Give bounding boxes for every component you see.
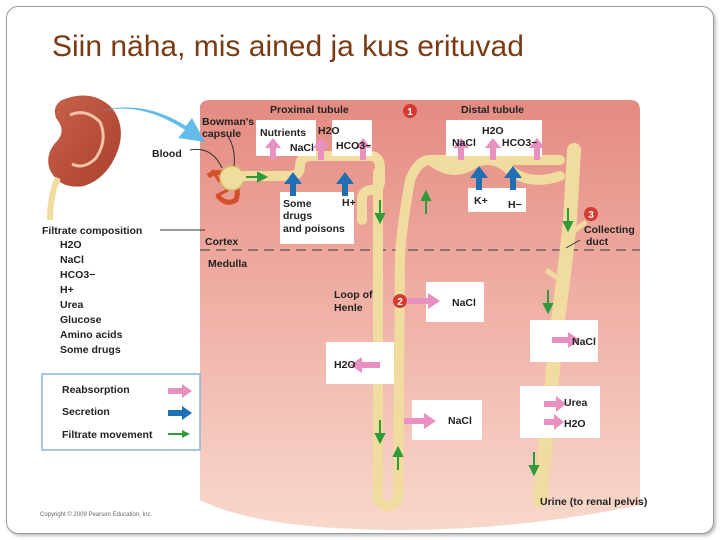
copyright-label: Copyright © 2009 Pearson Education, Inc. <box>40 511 152 518</box>
svg-text:1: 1 <box>407 107 413 118</box>
marker-1: 1 <box>403 104 417 118</box>
loop-label-2: Henle <box>334 302 363 314</box>
loop-nacl-bottom-text: NaCl <box>448 415 472 427</box>
duct-urea-text: Urea <box>564 397 588 409</box>
legend-reabsorption-arrow <box>168 384 192 398</box>
urine-label: Urine (to renal pelvis) <box>540 496 647 508</box>
bowmans-label-1: Bowman's <box>202 116 254 128</box>
proximal-drugs-1: Some <box>283 198 312 210</box>
distal-nacl: NaCl <box>452 137 476 149</box>
proximal-drugs-2: drugs <box>283 210 312 222</box>
filtrate-heading: Filtrate composition <box>42 225 142 237</box>
proximal-tubule <box>239 151 385 225</box>
duct-nacl-text: NaCl <box>572 336 596 348</box>
reabsorption-arrows <box>265 138 580 430</box>
filtrate-item: Some drugs <box>60 344 121 356</box>
collecting-duct-label-1: Collecting <box>584 224 635 236</box>
proximal-drugs-3: and poisons <box>283 223 345 235</box>
legend: Reabsorption Secretion Filtrate movement <box>41 373 201 451</box>
legend-reabsorption-label: Reabsorption <box>62 384 130 396</box>
distal-tubule-label: Distal tubule <box>461 104 524 116</box>
proximal-nutrients: Nutrients <box>260 127 306 139</box>
filtrate-item: H+ <box>60 284 74 296</box>
flow-arrows <box>246 171 574 477</box>
collecting-duct-label-2: duct <box>586 236 609 248</box>
slide-title: Siin näha, mis ained ja kus erituvad <box>52 30 524 63</box>
proximal-nacl: NaCl <box>290 142 314 154</box>
duct-box-urea <box>520 386 600 438</box>
distal-secretion-box <box>468 188 526 212</box>
blood-label: Blood <box>152 148 182 160</box>
filtrate-item: Amino acids <box>60 329 123 341</box>
proximal-tubule-label: Proximal tubule <box>270 104 349 116</box>
proximal-hplus: H+ <box>342 197 356 209</box>
proximal-h2o: H2O <box>318 125 340 137</box>
svg-text:2: 2 <box>397 297 403 308</box>
loop-nacl-top-text: NaCl <box>452 297 476 309</box>
distal-h2o: H2O <box>482 125 504 137</box>
filtrate-item: NaCl <box>60 254 84 266</box>
legend-flow-arrow <box>182 430 190 438</box>
loop-h2o-text: H2O <box>334 359 356 371</box>
bowmans-label-2: capsule <box>202 128 241 140</box>
loop-label-1: Loop of <box>334 289 373 301</box>
marker-2: 2 <box>393 294 407 308</box>
secretion-arrows <box>284 166 522 196</box>
legend-secretion-arrow <box>168 406 192 420</box>
distal-hco3: HCO3− <box>502 137 537 149</box>
legend-secretion-label: Secretion <box>62 406 110 418</box>
zoom-arrow <box>96 107 205 142</box>
filtrate-item: Glucose <box>60 314 102 326</box>
cortex-label: Cortex <box>205 236 238 248</box>
distal-hminus: H− <box>508 199 522 211</box>
filtrate-item: H2O <box>60 239 82 251</box>
proximal-secretion-box <box>280 192 354 244</box>
filtrate-item: Urea <box>60 299 84 311</box>
filtrate-item: HCO3− <box>60 269 95 281</box>
svg-text:3: 3 <box>588 210 594 221</box>
loop-of-henle <box>373 155 565 511</box>
duct-h2o-text: H2O <box>564 418 586 430</box>
legend-filtrate-label: Filtrate movement <box>62 429 153 441</box>
proximal-hco3: HCO3− <box>336 140 371 152</box>
proximal-box-left <box>256 120 316 156</box>
medulla-label: Medulla <box>208 258 247 270</box>
distal-kplus: K+ <box>474 195 488 207</box>
label-connectors <box>160 135 581 249</box>
kidney-icon <box>47 95 121 221</box>
marker-3: 3 <box>584 207 598 221</box>
